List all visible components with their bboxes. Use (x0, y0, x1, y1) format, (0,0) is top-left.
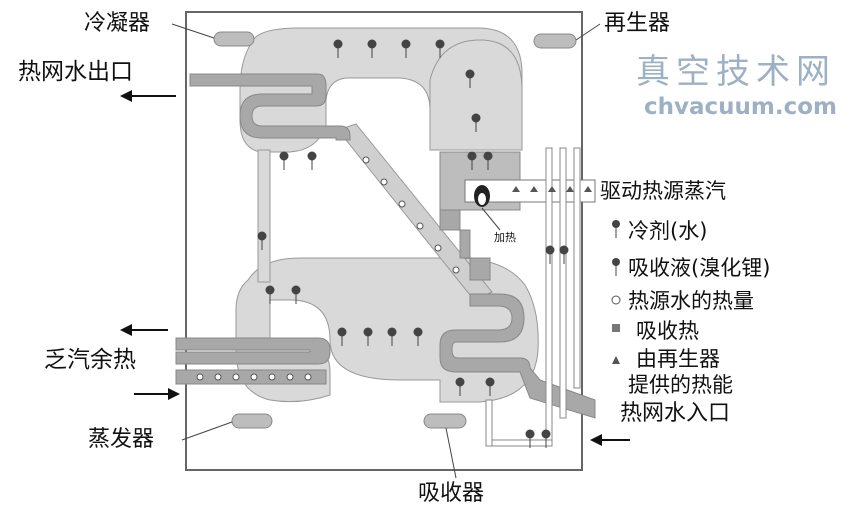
bottom-return-line (485, 439, 553, 447)
right-line-1 (545, 147, 553, 444)
heating-leader (481, 207, 501, 231)
condenser-leader (171, 23, 215, 39)
absorber-coil (439, 293, 596, 419)
outer-frame (185, 11, 583, 471)
legend-heat-source: 热源水的热量 (628, 289, 754, 313)
hot-water-outlet-label: 热网水出口 (18, 59, 133, 85)
outlet-arrow (120, 90, 176, 102)
heating-tag-label: 加热 (494, 231, 516, 244)
evaporator-label: 蒸发器 (88, 427, 155, 452)
legend-generator-heat-line1: 由再生器 (636, 347, 720, 371)
legend-generator-heat-line2: 提供的热能 (628, 373, 733, 397)
right-line-2 (559, 147, 567, 419)
burner-flame-icon (474, 185, 490, 207)
heat-source-dots (196, 156, 460, 381)
watermark-url: chvacuum.com (644, 94, 838, 120)
steam-markers (512, 186, 592, 192)
steam-out-arrow (120, 324, 168, 336)
legend-absorbed-heat-icon (612, 324, 620, 332)
diagonal-duct (337, 123, 493, 301)
solution-down-pipe (439, 209, 491, 281)
evaporator-tag (231, 413, 273, 429)
legend-absorbent-icon (612, 258, 620, 276)
evaporator-leader (181, 421, 233, 441)
legend-heat-source-icon (611, 295, 621, 305)
hot-water-outlet-pipe (189, 73, 351, 141)
generator-leader (575, 23, 601, 41)
waste-steam-heat-label: 乏汽余热 (44, 347, 136, 373)
legend-refrigerant-icon (612, 220, 620, 238)
generator-label: 再生器 (604, 11, 671, 36)
generator-tag (533, 33, 577, 49)
legend-generator-heat-icon (612, 356, 620, 364)
watermark-cn: 真空技术网 (636, 52, 836, 92)
hot-water-inlet-label: 热网水入口 (620, 401, 731, 426)
legend-absorbed-heat: 吸收热 (636, 319, 699, 343)
absorber-label: 吸收器 (418, 481, 485, 506)
bottom-return-line-2 (485, 399, 493, 447)
legend-refrigerant: 冷剂(水) (628, 219, 708, 243)
legend-driving-steam: 驱动热源蒸汽 (600, 179, 726, 203)
steam-in-arrow (134, 388, 180, 400)
inlet-arrow (590, 434, 630, 446)
refrigerant-figures (257, 39, 569, 448)
evaporator-coil (175, 337, 331, 365)
absorber-leader (445, 427, 457, 479)
left-connector-pipe (257, 149, 271, 283)
generator-dome (429, 39, 523, 151)
condenser-tag (213, 31, 255, 47)
absorber-tag (423, 413, 467, 429)
legend-absorbent: 吸收液(溴化锂) (628, 256, 771, 280)
right-line-3 (573, 147, 581, 389)
condenser-label: 冷凝器 (84, 11, 151, 36)
